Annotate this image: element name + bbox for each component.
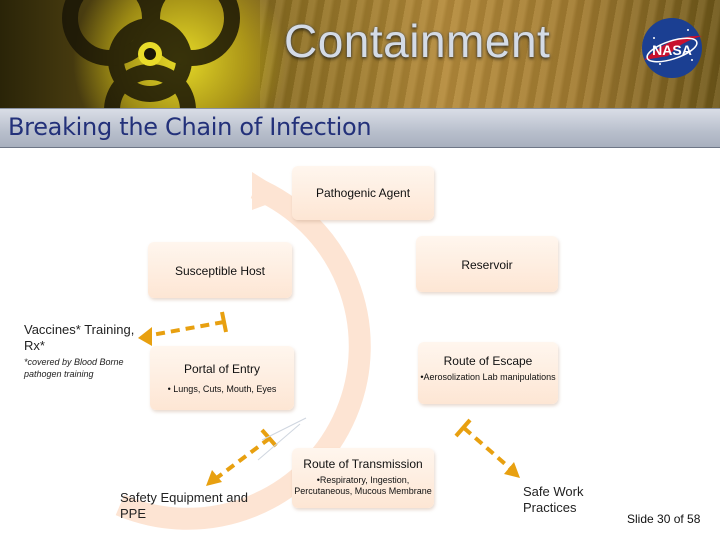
nasa-logo-text: NASA (652, 42, 692, 58)
node-detail: •Aerosolization Lab manipulations (420, 372, 556, 382)
node-label: Reservoir (461, 258, 513, 272)
node-detail: • Lungs, Cuts, Mouth, Eyes (167, 384, 277, 394)
cycle-ring (115, 172, 371, 530)
node-pathogenic-agent: Pathogenic Agent (292, 166, 434, 220)
ppe-arrowhead-icon (206, 470, 222, 486)
node-route-of-escape: Route of Escape •Aerosolization Lab mani… (418, 342, 558, 404)
ppe-guide-line-2 (261, 417, 307, 441)
safety-equipment-note: Safety Equipment and PPE (120, 490, 248, 521)
node-portal-of-entry: Portal of Entry • Lungs, Cuts, Mouth, Ey… (150, 346, 294, 410)
node-label: Route of Transmission (303, 457, 423, 471)
slide-number: Slide 30 of 58 (627, 512, 701, 526)
node-label: Route of Escape (443, 354, 533, 368)
ppe-arrow (212, 436, 272, 482)
covered-note: *covered by Blood Borne pathogen trainin… (24, 357, 124, 379)
page-title: Containment (284, 15, 551, 67)
safe-work-arrow-bar (454, 418, 472, 438)
ppe-arrow-bar (260, 428, 278, 448)
node-detail: •Respiratory, Ingestion, Percutaneous, M… (294, 475, 432, 496)
vaccines-note: Vaccines* Training, Rx* (24, 322, 135, 353)
vaccines-arrow-bar (220, 311, 228, 333)
nasa-logo-icon: NASA (642, 18, 702, 78)
node-susceptible-host: Susceptible Host (148, 242, 292, 298)
vaccines-arrowhead-icon (138, 327, 152, 346)
cycle-arrowhead-icon (252, 172, 290, 210)
safe-work-arrowhead-icon (504, 462, 520, 478)
header-banner: Containment NASA (0, 0, 720, 108)
safe-work-note: Safe Work Practices (523, 484, 584, 515)
subtitle-bar: Breaking the Chain of Infection (0, 108, 720, 148)
vaccines-arrow (145, 320, 225, 338)
page-subtitle: Breaking the Chain of Infection (8, 113, 372, 141)
biohazard-icon (62, 0, 240, 108)
cycle-arc (115, 177, 371, 530)
ppe-guide-line (257, 423, 301, 461)
node-reservoir: Reservoir (416, 236, 558, 292)
node-route-of-transmission: Route of Transmission •Respiratory, Inge… (292, 448, 434, 508)
safe-work-arrow (462, 426, 514, 472)
node-label: Portal of Entry (183, 362, 261, 376)
node-label: Pathogenic Agent (315, 186, 411, 200)
node-label: Susceptible Host (174, 264, 266, 278)
